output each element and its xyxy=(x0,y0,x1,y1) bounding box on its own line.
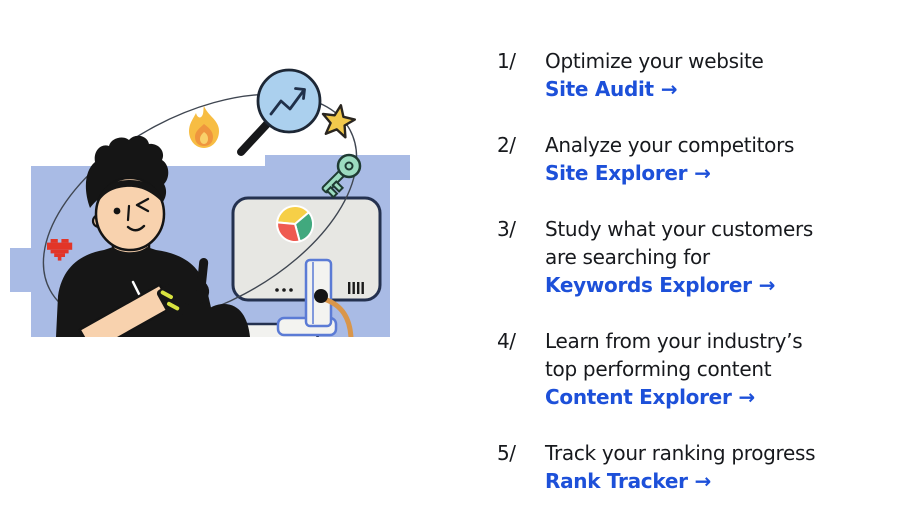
content-explorer-link[interactable]: Content Explorer→ xyxy=(545,385,756,409)
step-description: Track your ranking progress xyxy=(545,441,816,465)
step-number: 5/ xyxy=(497,441,516,465)
arrow-icon: → xyxy=(660,77,678,101)
pixel-heart-icon xyxy=(47,239,73,261)
step-description: Analyze your competitors xyxy=(545,133,795,157)
step-item-5: 5/ Track your ranking progress Rank Trac… xyxy=(497,439,887,495)
eye-dot xyxy=(113,207,121,215)
hero-illustration xyxy=(0,0,430,354)
step-description: Study what your customers xyxy=(545,217,814,241)
magnifier-handle xyxy=(237,120,271,156)
step-number: 1/ xyxy=(497,49,516,73)
trend-arrow xyxy=(269,88,306,116)
key-icon xyxy=(321,153,362,199)
wristband xyxy=(156,283,188,320)
arrow-icon: → xyxy=(738,385,756,409)
face xyxy=(94,176,166,252)
site-audit-link[interactable]: Site Audit→ xyxy=(545,77,678,101)
arrow-icon: → xyxy=(694,469,712,493)
power-cable xyxy=(321,296,354,341)
winking-eye xyxy=(135,197,150,213)
step-description: are searching for xyxy=(545,245,710,269)
arrow-icon: → xyxy=(758,273,776,297)
hero-illustration-svg xyxy=(10,68,410,354)
site-explorer-link[interactable]: Site Explorer→ xyxy=(545,161,711,185)
step-number: 4/ xyxy=(497,329,516,353)
step-item-4: 4/ Learn from your industry’s top perfor… xyxy=(497,327,887,411)
person xyxy=(56,135,250,354)
steps-list: 1/ Optimize your website Site Audit→ 2/ … xyxy=(497,47,887,523)
step-item-3: 3/ Study what your customers are searchi… xyxy=(497,215,887,299)
step-number: 2/ xyxy=(497,133,516,157)
monitor-dots xyxy=(275,288,293,292)
arrow-icon: → xyxy=(694,161,711,185)
right-arm xyxy=(196,304,250,337)
step-description: top performing content xyxy=(545,357,772,381)
step-description: Optimize your website xyxy=(545,49,764,73)
magnifying-glass-trend-icon xyxy=(237,68,322,156)
keywords-explorer-link[interactable]: Keywords Explorer→ xyxy=(545,273,776,297)
step-number: 3/ xyxy=(497,217,516,241)
smile xyxy=(126,224,146,232)
cable-port xyxy=(314,289,328,303)
flame-icon xyxy=(189,106,219,148)
monitor-vents xyxy=(348,282,364,294)
rock-hand xyxy=(175,258,210,305)
step-item-1: 1/ Optimize your website Site Audit→ xyxy=(497,47,887,103)
pie-chart-icon xyxy=(276,205,315,243)
step-description: Learn from your industry’s xyxy=(545,329,803,353)
step-item-2: 2/ Analyze your competitors Site Explore… xyxy=(497,131,887,187)
star-icon xyxy=(321,104,356,139)
rank-tracker-link[interactable]: Rank Tracker→ xyxy=(545,469,712,493)
nose xyxy=(126,204,131,222)
orbit-path xyxy=(42,93,358,327)
